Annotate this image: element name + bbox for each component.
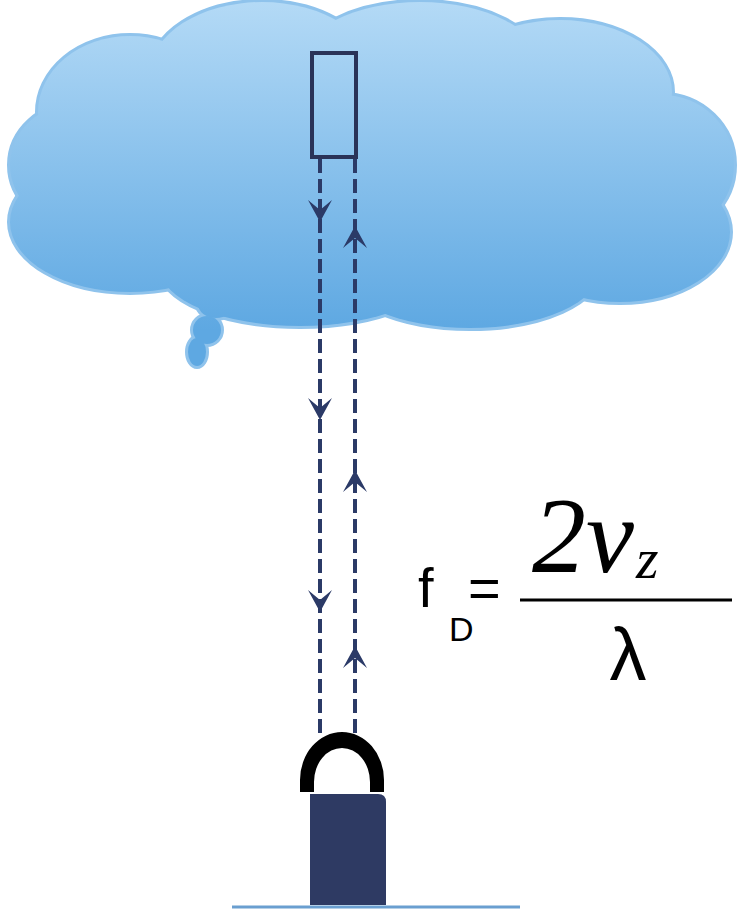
fraction-bar <box>520 599 732 602</box>
formula-subscript: z <box>636 530 659 588</box>
beam-arrowheads <box>308 200 367 668</box>
formula-symbol: f <box>418 560 434 616</box>
formula-denominator: λ <box>610 618 647 692</box>
beam-lines <box>320 159 355 735</box>
formula-equals: = <box>468 560 501 616</box>
target-square <box>312 53 356 157</box>
radar-dish <box>300 732 384 792</box>
cloud <box>10 2 734 366</box>
cloud-outline <box>10 2 734 366</box>
radar-base <box>310 794 386 905</box>
formula-subscript: D <box>449 612 474 646</box>
formula-numerator: 2v <box>532 482 634 590</box>
ground-line <box>232 906 520 909</box>
